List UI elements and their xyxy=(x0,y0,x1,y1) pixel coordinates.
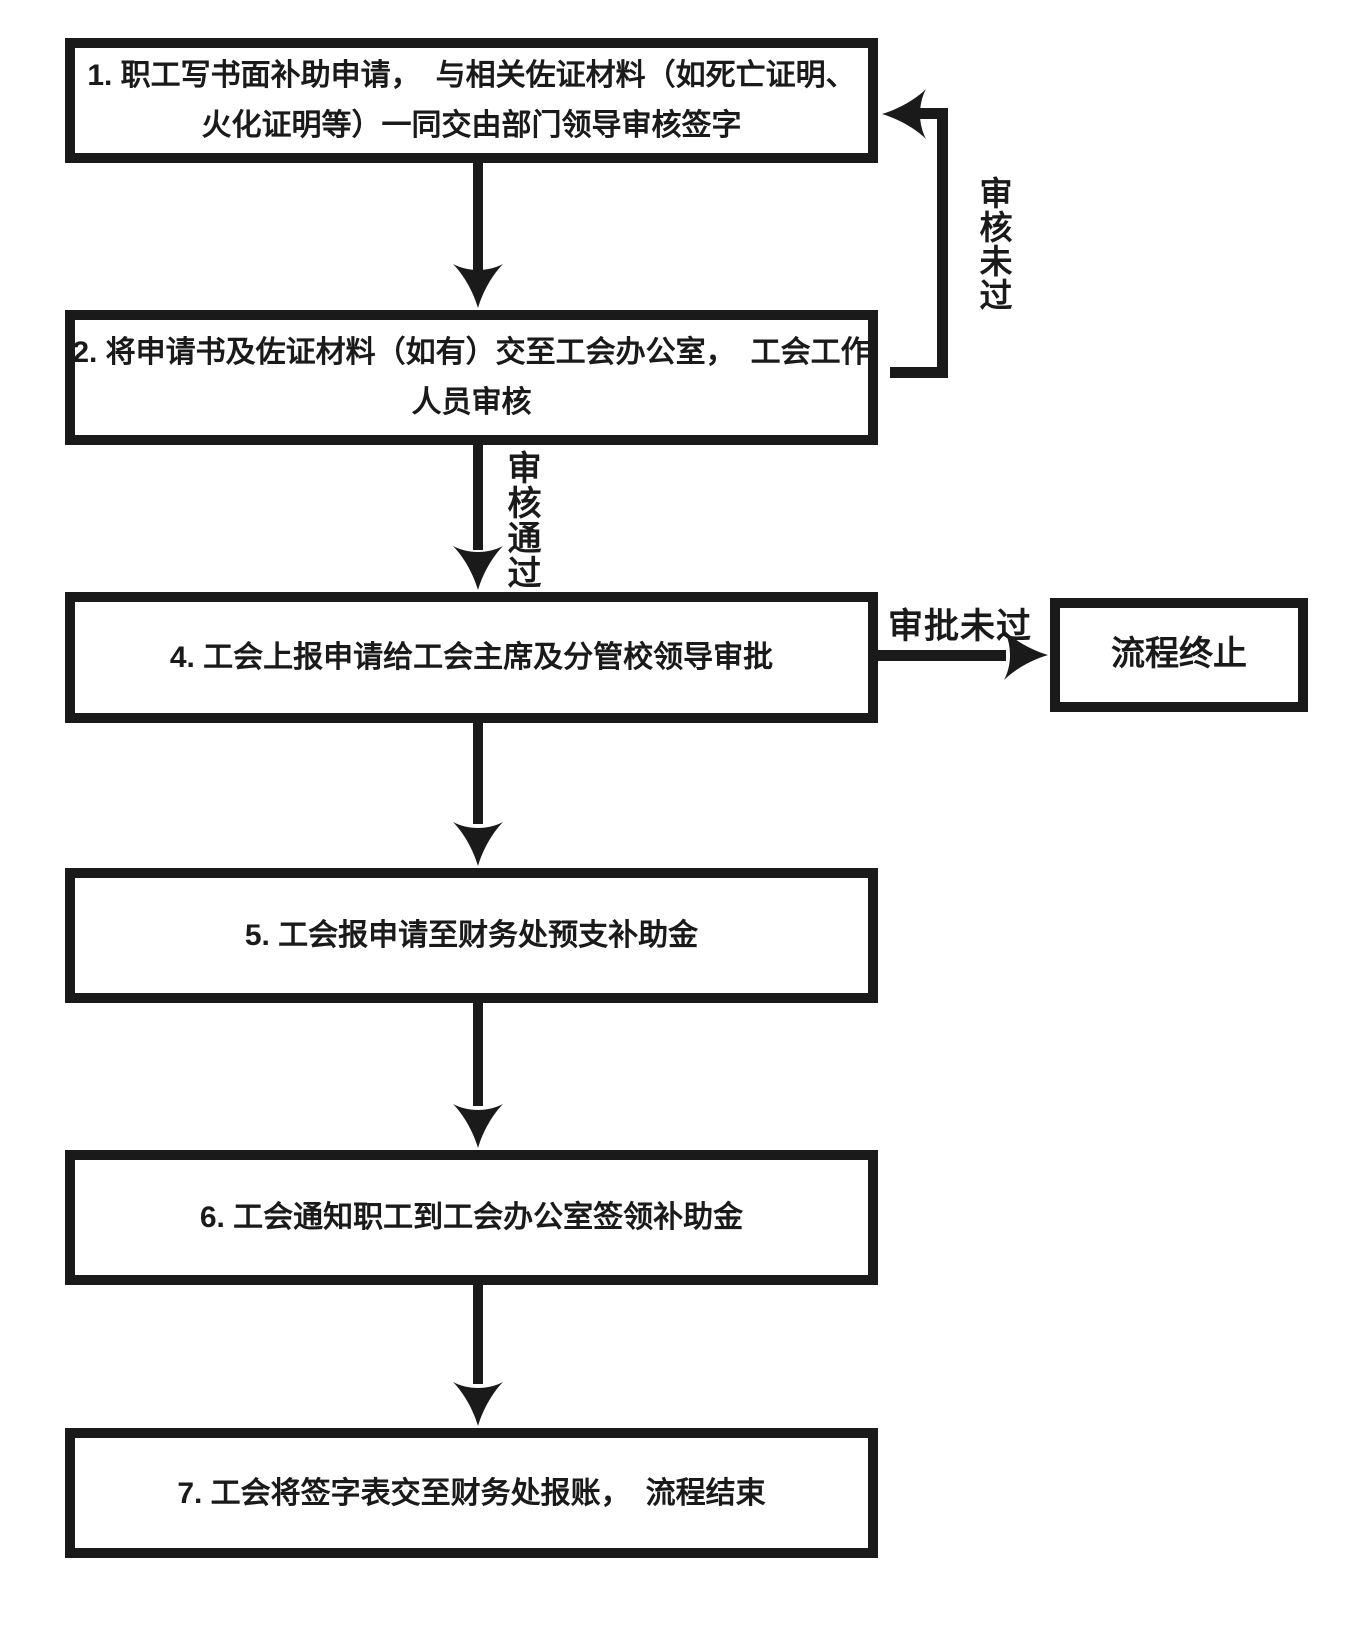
arrow-step2-step4-shaft xyxy=(473,445,483,550)
terminal-text: 流程终止 xyxy=(1111,635,1247,674)
step-1-text-line-2: 火化证明等）一同交由部门领导审核签字 xyxy=(201,109,742,142)
review-fail-label: 审核未过 xyxy=(975,176,1012,312)
arrow-step6-step7-shaft xyxy=(473,1285,483,1384)
review-pass-label: 审核通过 xyxy=(502,450,540,590)
step-4-text: 4. 工会上报申请给工会主席及分管校领导审批 xyxy=(169,641,774,674)
terminal-box: 流程终止 xyxy=(1050,598,1308,712)
step-1-text-line-1: 1. 职工写书面补助申请， 与相关佐证材料（如死亡证明、 xyxy=(87,59,856,92)
arrow-right-icon xyxy=(1004,630,1048,680)
arrow-down-icon xyxy=(453,546,503,590)
arrow-down-icon xyxy=(453,822,503,866)
arrow-step1-step2-shaft xyxy=(473,163,483,270)
arrow-down-icon xyxy=(453,1104,503,1148)
step-4-box: 4. 工会上报申请给工会主席及分管校领导审批 xyxy=(65,592,878,723)
step-5-box: 5. 工会报申请至财务处预支补助金 xyxy=(65,868,878,1003)
step-7-text: 7. 工会将签字表交至财务处报账， 流程结束 xyxy=(177,1476,766,1510)
loop-vertical-segment xyxy=(937,108,948,378)
arrow-step4-step5-shaft xyxy=(473,722,483,824)
step-2-box: 2. 将申请书及佐证材料（如有）交至工会办公室， 工会工作 人员审核 xyxy=(65,310,878,445)
step-2-text-line-1: 2. 将申请书及佐证材料（如有）交至工会办公室， 工会工作 xyxy=(72,336,871,369)
approval-fail-label: 审批未过 xyxy=(888,607,1033,646)
arrow-left-icon xyxy=(882,89,926,139)
step-6-box: 6. 工会通知职工到工会办公室签领补助金 xyxy=(65,1150,878,1285)
step-5-text: 5. 工会报申请至财务处预支补助金 xyxy=(244,919,699,952)
loop-bottom-segment xyxy=(890,367,948,378)
arrow-down-icon xyxy=(453,1382,503,1426)
step-6-text: 6. 工会通知职工到工会办公室签领补助金 xyxy=(199,1201,744,1234)
loop-top-segment xyxy=(898,108,948,119)
step-7-box: 7. 工会将签字表交至财务处报账， 流程结束 xyxy=(65,1428,878,1558)
arrow-down-icon xyxy=(453,264,503,308)
arrow-step5-step6-shaft xyxy=(473,1003,483,1106)
step-1-box: 1. 职工写书面补助申请， 与相关佐证材料（如死亡证明、 火化证明等）一同交由部… xyxy=(65,38,878,163)
branch-terminal-shaft xyxy=(878,650,1006,661)
step-2-text-line-2: 人员审核 xyxy=(411,386,532,419)
